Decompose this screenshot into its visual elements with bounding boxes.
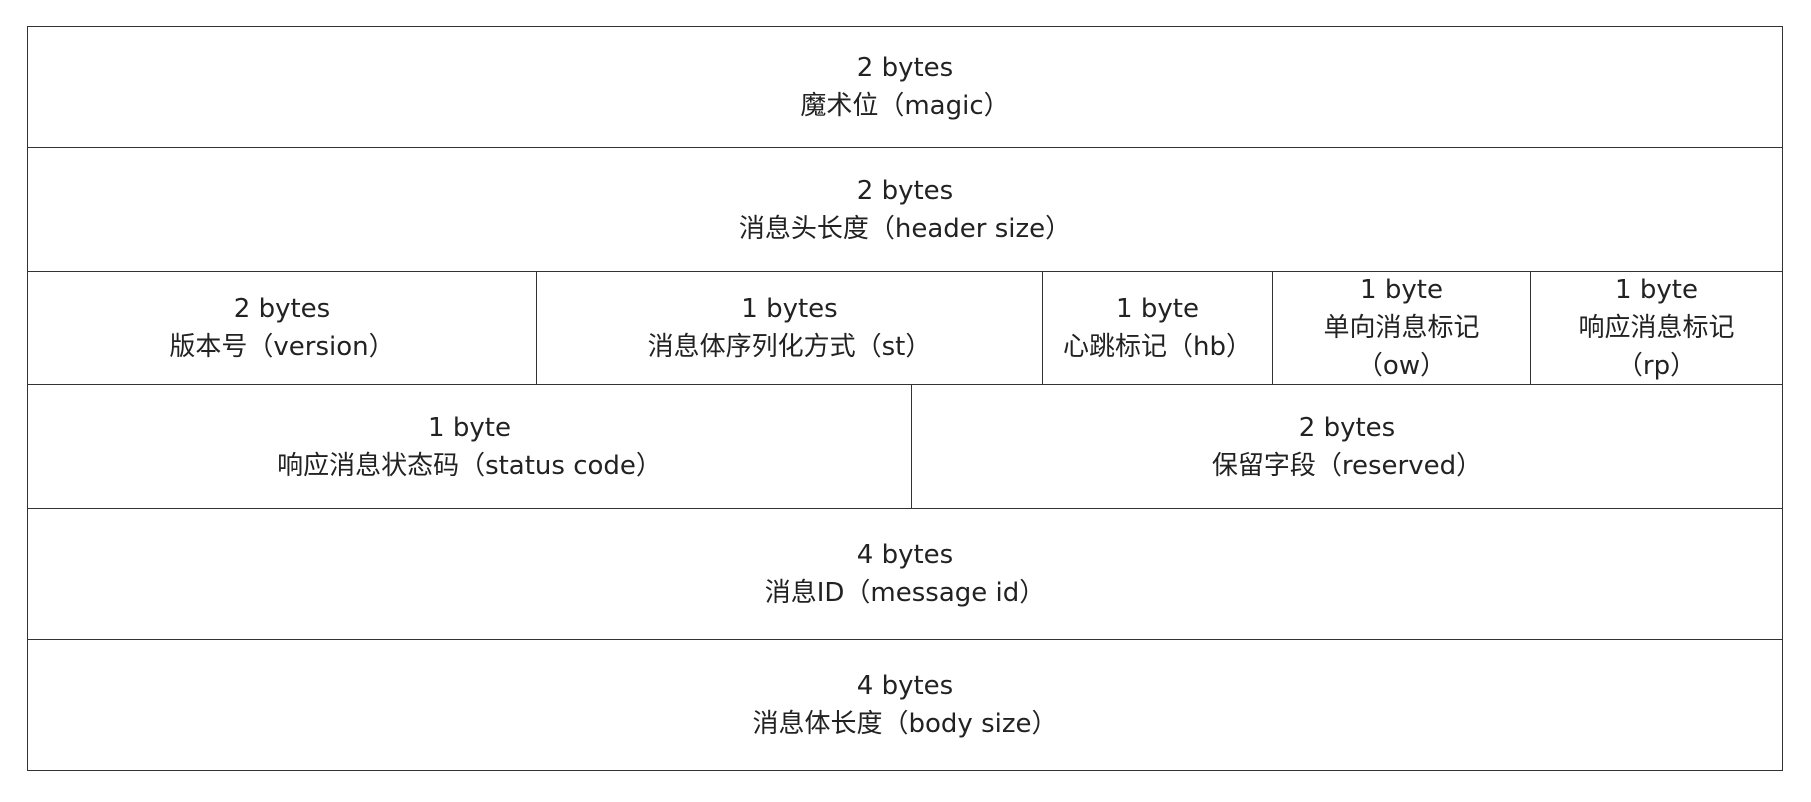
field-name: 魔术位（magic） bbox=[800, 91, 1010, 121]
field-size: 1 byte bbox=[428, 412, 511, 443]
field-message-id: 4 bytes 消息ID（message id） bbox=[28, 509, 1782, 639]
field-name: 保留字段（reserved） bbox=[1211, 450, 1483, 481]
field-heartbeat-flag: 1 byte 心跳标记（hb） bbox=[1043, 272, 1273, 384]
row-body-size: 4 bytes 消息体长度（body size） bbox=[28, 640, 1782, 770]
field-size: 2 bytes bbox=[856, 175, 954, 206]
row-status-reserved: 1 byte 响应消息状态码（status code） 2 bytes 保留字段… bbox=[28, 385, 1782, 509]
row-header-size: 2 bytes 消息头长度（header size） bbox=[28, 148, 1782, 272]
field-name: 响应消息状态码（status code） bbox=[277, 450, 662, 481]
field-size: 1 byte bbox=[1360, 275, 1443, 305]
field-reserved: 2 bytes 保留字段（reserved） bbox=[912, 385, 1782, 508]
field-magic: 2 bytes 魔术位（magic） bbox=[28, 27, 1782, 147]
field-name-suffix: （ow） bbox=[1356, 351, 1447, 381]
field-name: 响应消息标记 bbox=[1578, 313, 1735, 343]
row-message-id: 4 bytes 消息ID（message id） bbox=[28, 509, 1782, 640]
field-size: 4 bytes bbox=[856, 540, 954, 570]
field-size: 4 bytes bbox=[856, 671, 954, 701]
field-size: 2 bytes bbox=[1298, 412, 1396, 443]
field-name-suffix: （rp） bbox=[1616, 351, 1697, 381]
field-name: 消息体序列化方式（st） bbox=[647, 332, 932, 362]
field-response-flag: 1 byte 响应消息标记 （rp） bbox=[1531, 272, 1782, 384]
field-size: 2 bytes bbox=[856, 53, 954, 83]
field-oneway-flag: 1 byte 单向消息标记 （ow） bbox=[1273, 272, 1531, 384]
field-name: 消息ID（message id） bbox=[764, 578, 1046, 608]
field-version: 2 bytes 版本号（version） bbox=[28, 272, 537, 384]
field-size: 1 byte bbox=[1615, 275, 1698, 305]
field-name: 版本号（version） bbox=[169, 332, 395, 362]
row-flags: 2 bytes 版本号（version） 1 bytes 消息体序列化方式（st… bbox=[28, 272, 1782, 385]
field-serialization-type: 1 bytes 消息体序列化方式（st） bbox=[537, 272, 1043, 384]
field-name: 消息头长度（header size） bbox=[738, 213, 1072, 244]
field-name: 心跳标记（hb） bbox=[1063, 332, 1252, 362]
row-magic: 2 bytes 魔术位（magic） bbox=[28, 27, 1782, 148]
field-body-size: 4 bytes 消息体长度（body size） bbox=[28, 640, 1782, 770]
field-name: 单向消息标记 bbox=[1323, 313, 1480, 343]
field-size: 1 bytes bbox=[741, 294, 838, 324]
field-size: 1 byte bbox=[1116, 294, 1199, 324]
field-size: 2 bytes bbox=[233, 294, 331, 324]
field-header-size: 2 bytes 消息头长度（header size） bbox=[28, 148, 1782, 271]
field-name: 消息体长度（body size） bbox=[752, 709, 1058, 739]
field-status-code: 1 byte 响应消息状态码（status code） bbox=[28, 385, 912, 508]
protocol-header-diagram: 2 bytes 魔术位（magic） 2 bytes 消息头长度（header … bbox=[27, 26, 1783, 771]
